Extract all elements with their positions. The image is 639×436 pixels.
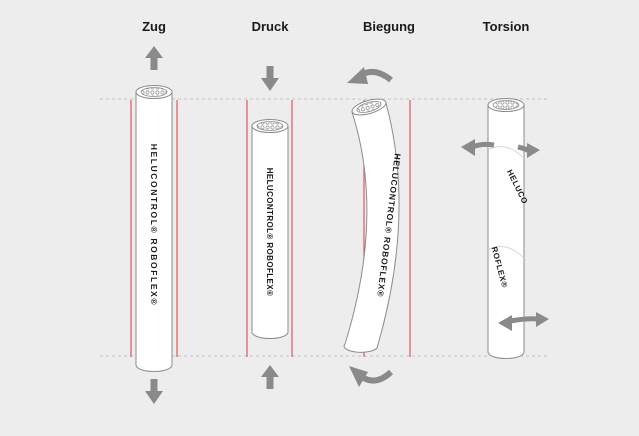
rotate-arrow-top-icon xyxy=(461,139,540,158)
cable-stretched: HELUCONTROL® ROBOFLEX® xyxy=(135,85,173,372)
curved-arrow-top-icon xyxy=(347,67,393,84)
panel-biegung: HELUCONTROL® ROBOFLEX® xyxy=(343,67,411,387)
arrow-down-icon xyxy=(261,66,279,91)
arrow-up-icon xyxy=(261,365,279,389)
cable-bent: HELUCONTROL® ROBOFLEX® xyxy=(343,98,403,353)
cable-label: HELUCONTROL® ROBOFLEX® xyxy=(265,168,274,297)
panel-title-druck: Druck xyxy=(251,19,289,34)
arrow-down-icon xyxy=(145,379,163,404)
panel-druck: HELUCONTROL® ROBOFLEX® xyxy=(246,66,293,389)
arrow-up-icon xyxy=(145,46,163,70)
cable-compressed: HELUCONTROL® ROBOFLEX® xyxy=(251,119,289,339)
panel-zug: HELUCONTROL® ROBOFLEX® xyxy=(130,46,178,404)
cable-label: HELUCONTROL® ROBOFLEX® xyxy=(149,144,159,306)
curved-arrow-bottom-icon xyxy=(349,366,394,387)
panel-title-torsion: Torsion xyxy=(482,19,530,34)
cable-twisted: HELUCO ROFLEX® xyxy=(487,98,529,359)
panel-title-biegung: Biegung xyxy=(363,19,415,34)
rotate-arrow-bottom-icon xyxy=(498,312,549,331)
panel-title-zug: Zug xyxy=(142,19,166,34)
panel-torsion: HELUCO ROFLEX® xyxy=(461,98,549,359)
